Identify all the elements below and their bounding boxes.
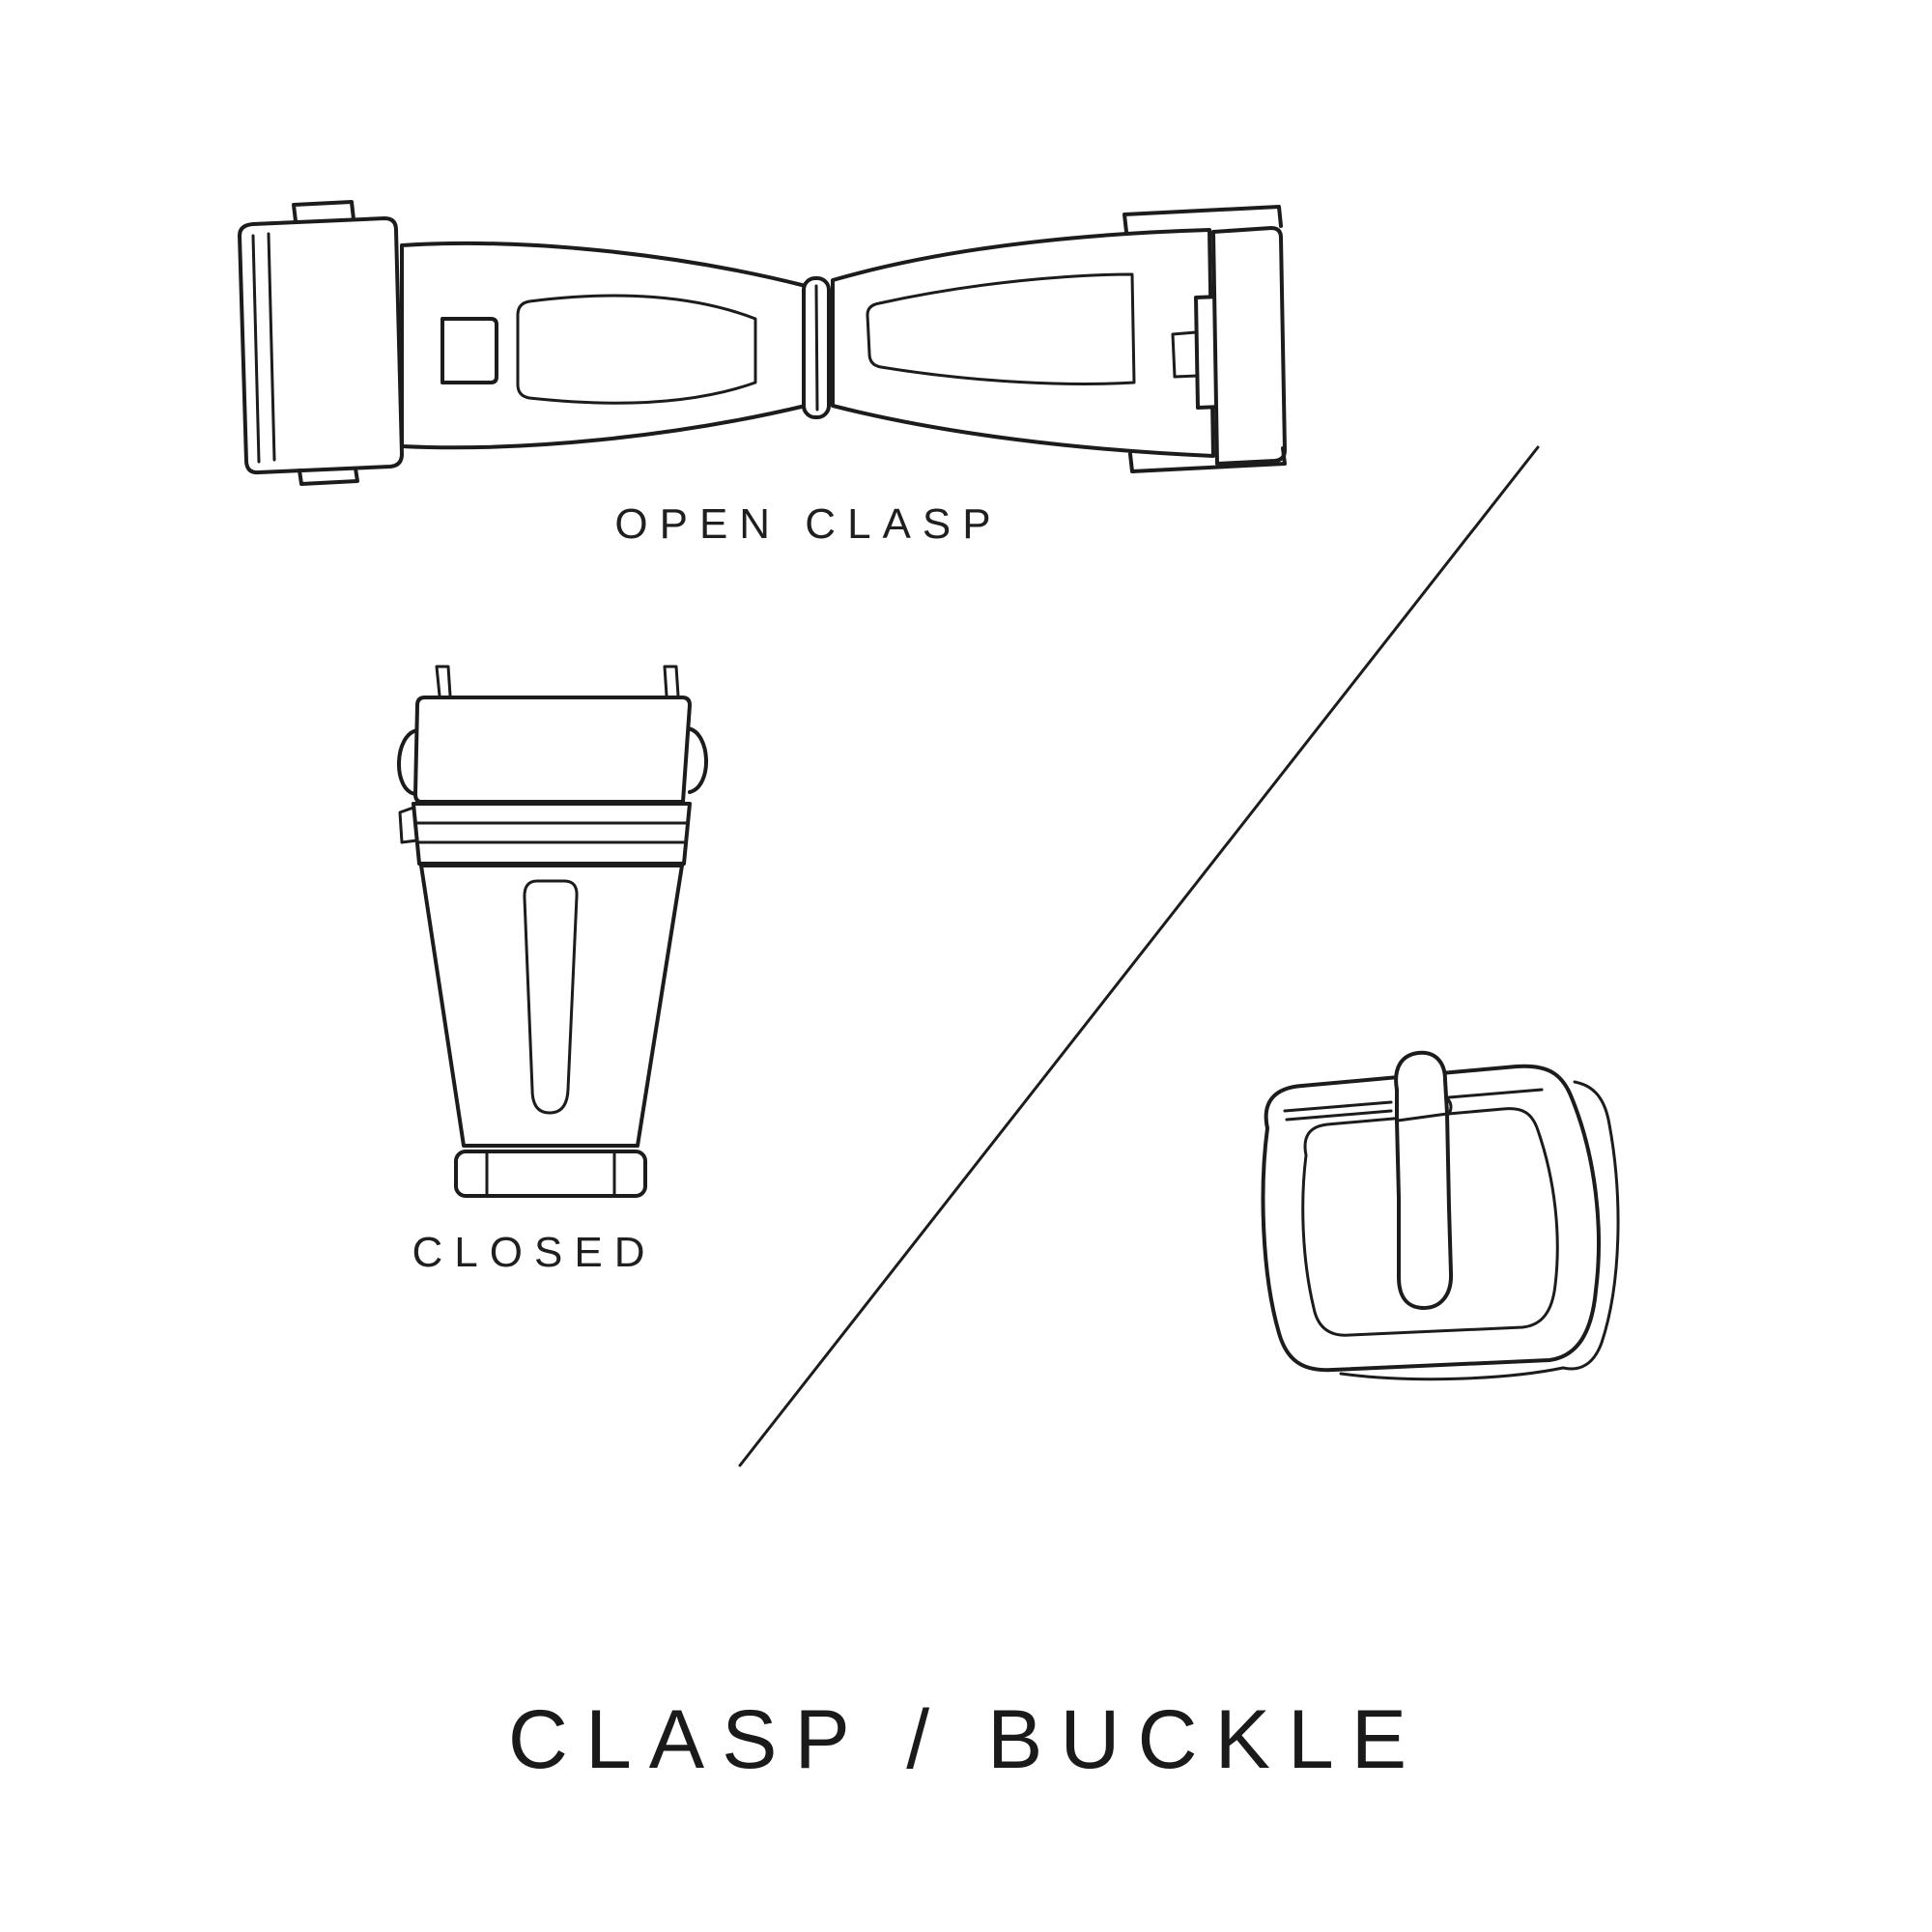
open-clasp-label: OPEN CLASP [614,500,1003,548]
divider-line [738,445,1540,1467]
tang-buckle-illustration [1261,1050,1620,1381]
diagram-title: CLASP / BUCKLE [507,1693,1425,1786]
open-clasp-illustration [238,200,1287,486]
closed-clasp-illustration [397,665,708,1198]
closed-clasp-label: CLOSED [412,1229,657,1276]
